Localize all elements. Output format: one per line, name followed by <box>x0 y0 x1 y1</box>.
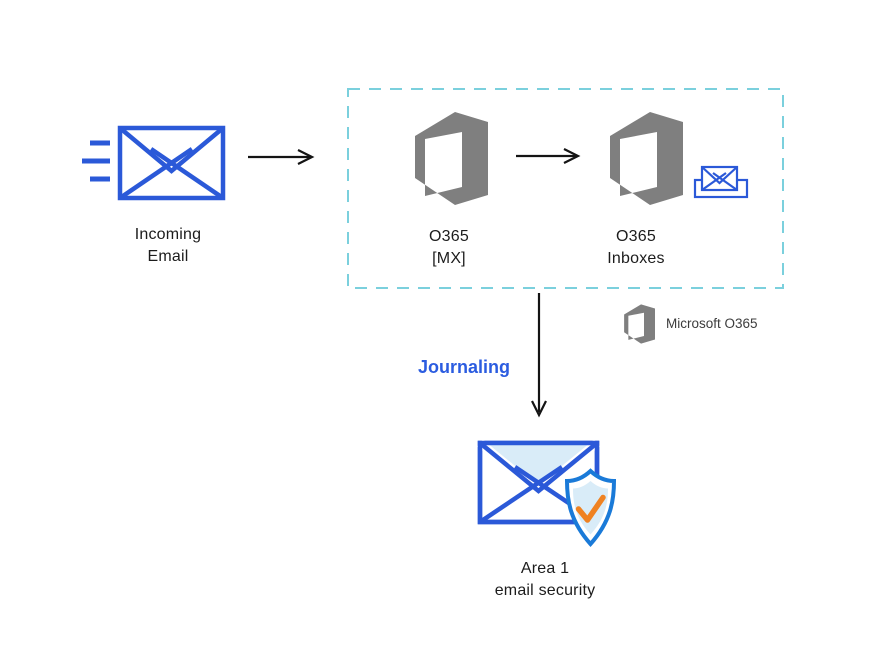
o365-inboxes-label-line2: Inboxes <box>607 250 665 267</box>
shield-check-icon <box>564 468 617 548</box>
o365-mx-label-line2: [MX] <box>432 250 466 267</box>
envelope-icon <box>117 125 226 201</box>
arrow-down-icon <box>531 293 547 418</box>
journaling-label: Journaling <box>418 357 511 377</box>
check-icon <box>575 494 606 523</box>
incoming-email-label: Incoming Email <box>108 224 228 268</box>
legend-o365-logo-icon <box>624 304 655 344</box>
inbox-tray-envelope-icon <box>693 165 749 199</box>
area1-label-line1: Area 1 <box>520 560 570 577</box>
arrow-right-icon <box>248 149 315 165</box>
o365-inboxes-label: O365 Inboxes <box>573 226 699 270</box>
o365-mx-label-line1: O365 <box>429 228 469 245</box>
speed-lines-icon <box>82 140 110 182</box>
area1-label: Area 1 email security <box>465 558 625 602</box>
arrow-right-icon <box>516 148 581 164</box>
o365-mx-label: O365 [MX] <box>386 226 512 270</box>
incoming-email-label-line1: Incoming <box>134 226 202 243</box>
o365-inboxes-label-line1: O365 <box>616 228 656 245</box>
incoming-email-label-line2: Email <box>147 248 189 265</box>
o365-inboxes-logo-icon <box>610 112 683 205</box>
o365-boundary-box <box>347 88 784 289</box>
area1-envelope-shield-icon <box>477 439 617 548</box>
incoming-email-envelope-icon <box>82 125 226 201</box>
area1-label-line2: email security <box>494 582 596 599</box>
o365-mx-logo-icon <box>415 112 488 205</box>
legend-microsoft-o365-label: Microsoft O365 <box>666 316 758 331</box>
